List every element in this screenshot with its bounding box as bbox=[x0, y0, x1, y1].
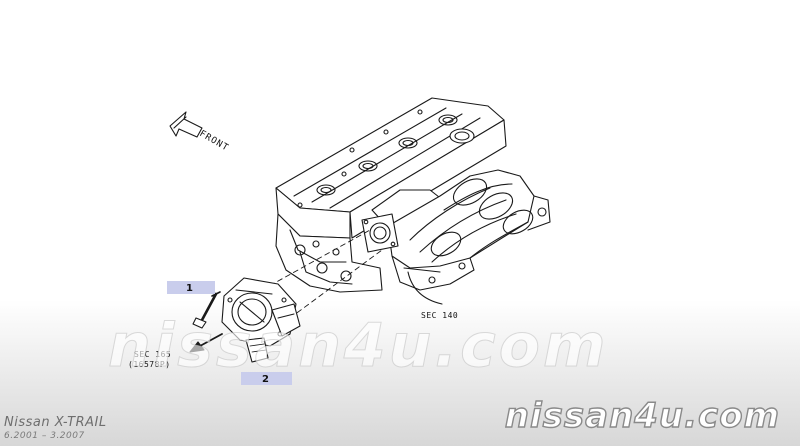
watermark: nissan4u.com bbox=[107, 311, 609, 382]
callout-1-highlight bbox=[167, 281, 215, 294]
front-arrow-icon bbox=[169, 111, 203, 138]
sec165-part-number: (16578P) bbox=[128, 360, 171, 369]
sec165-arrow-icon bbox=[189, 333, 223, 353]
sec140-leader bbox=[407, 271, 443, 305]
engine-icon bbox=[275, 97, 551, 293]
callout-2-number: 2 bbox=[262, 374, 269, 385]
production-years: 6.2001 – 3.2007 bbox=[4, 431, 85, 441]
sec165-ref: SEC 165 bbox=[134, 350, 171, 359]
alignment-line-lower bbox=[289, 249, 383, 319]
corner-logo[interactable]: nissan4u.com bbox=[504, 395, 780, 436]
sec140-ref: SEC 140 bbox=[421, 311, 458, 320]
throttle-chamber-icon bbox=[221, 277, 301, 363]
callout-2-highlight bbox=[241, 372, 292, 385]
model-name: Nissan X-TRAIL bbox=[4, 415, 107, 430]
bottom-gradient bbox=[0, 300, 800, 446]
front-label: FRONT bbox=[198, 129, 231, 154]
alignment-line-upper bbox=[261, 229, 371, 291]
bolt-icon bbox=[192, 291, 221, 329]
callout-1-number: 1 bbox=[186, 283, 193, 294]
